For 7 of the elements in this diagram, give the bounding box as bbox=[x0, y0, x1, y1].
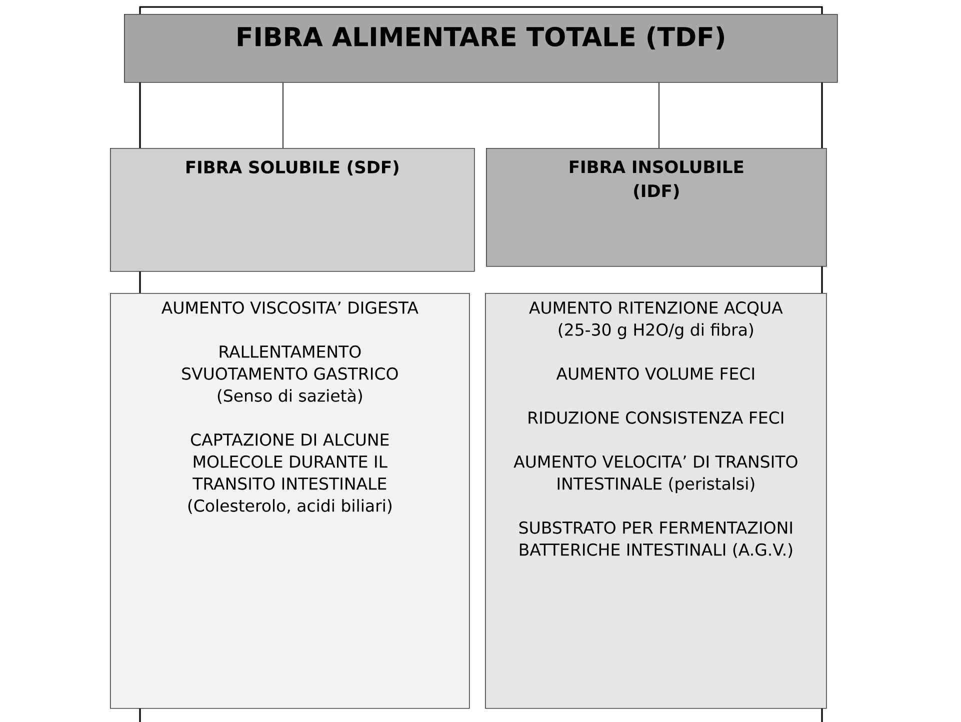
title-box: FIBRA ALIMENTARE TOTALE (TDF) bbox=[124, 14, 838, 83]
category-box: FIBRA SOLUBILE (SDF) bbox=[110, 148, 475, 272]
effects-box: AUMENTO VISCOSITA’ DIGESTA RALLENTAMENTO SVUOTAMENTO GASTRICO (Senso di sazietà) CAPTAZIONE DI ALCUNE MOLECOLE DURANTE IL TRANSITO INTESTINALE (Colesterolo, acidi biliari) bbox=[110, 293, 470, 709]
category-box: FIBRA INSOLUBILE (IDF) bbox=[486, 148, 827, 267]
connector-line bbox=[658, 82, 660, 148]
effects-box: AUMENTO RITENZIONE ACQUA (25-30 g H2O/g di fibra) AUMENTO VOLUME FECI RIDUZIONE CONSISTENZA FECI AUMENTO VELOCITA’ DI TRANSITO INTESTINALE (peristalsi) SUBSTRATO PER FERMENTAZIONI BATTERICHE INTESTINALI (A.G.V.) bbox=[485, 293, 827, 709]
connector-line bbox=[282, 82, 284, 148]
